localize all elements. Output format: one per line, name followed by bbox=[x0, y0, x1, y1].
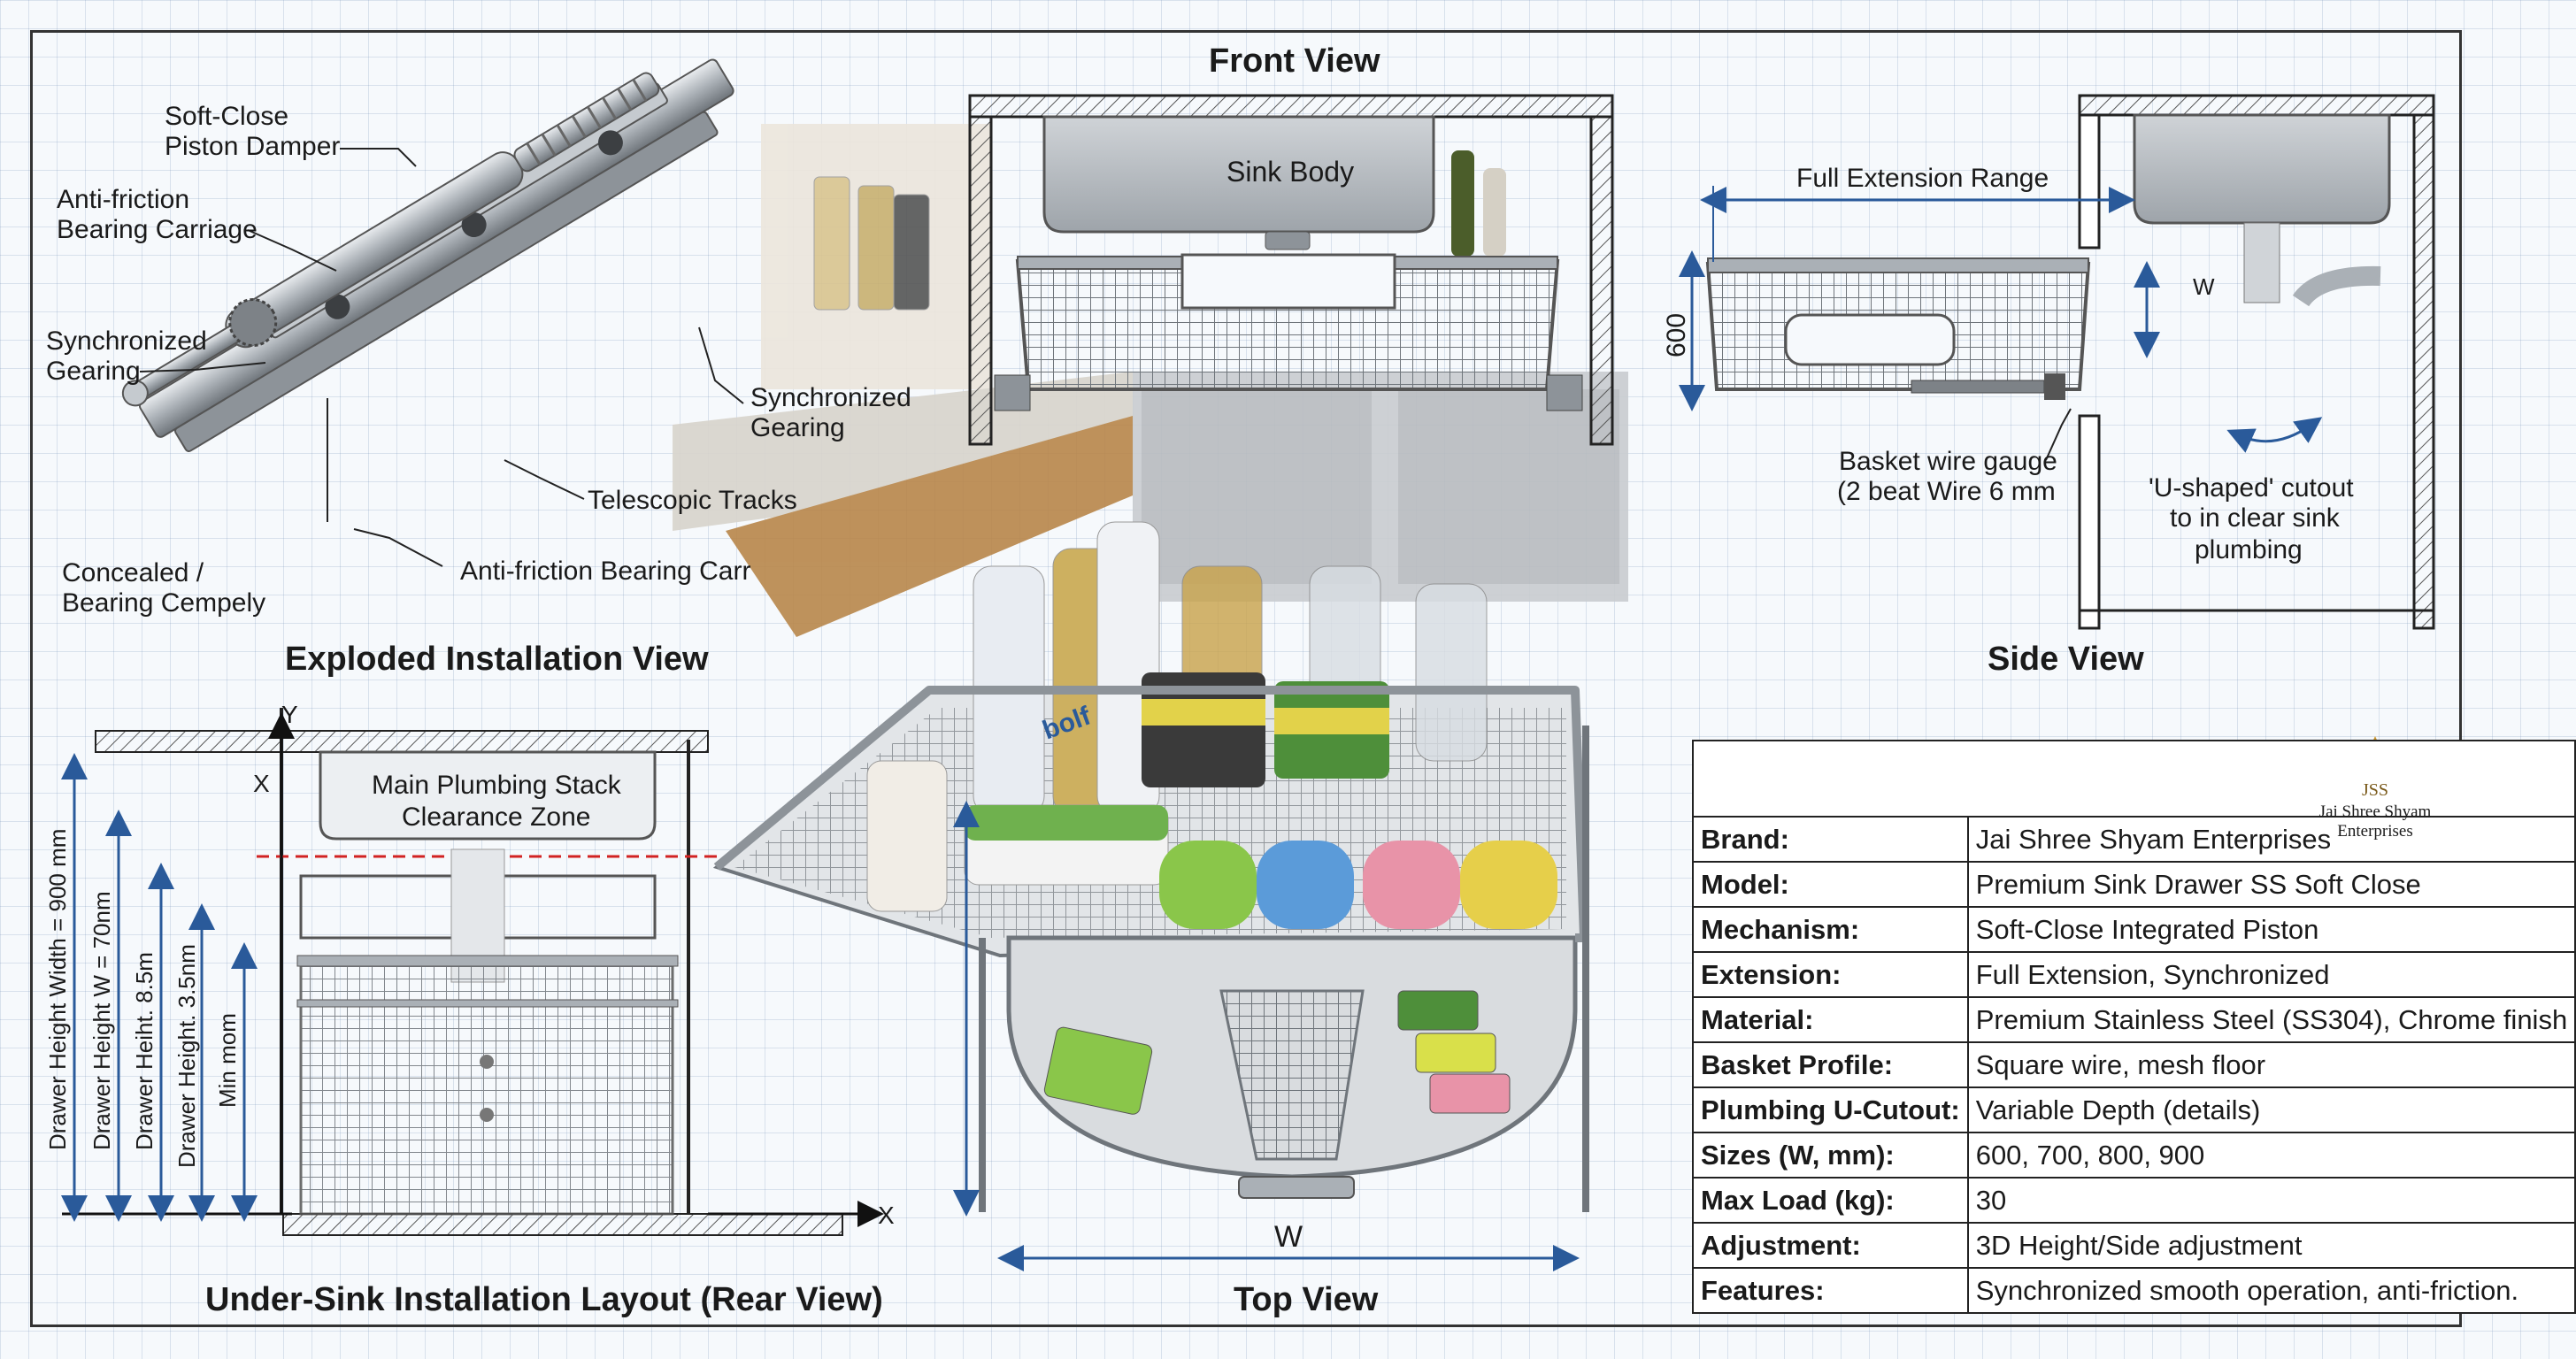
brand-logo: JSS Jai Shree Shyam Enterprises bbox=[2301, 741, 2449, 860]
spec-table-header bbox=[1691, 740, 2576, 818]
side-view-drawing bbox=[1679, 94, 2435, 630]
label-dim-2: Drawer Height W = 70nm bbox=[88, 891, 115, 1150]
label-anti-friction-carr: Anti-friction Bearing Carr bbox=[460, 557, 751, 586]
label-axis-y: Y bbox=[281, 701, 298, 728]
spec-row: Model:Premium Sink Drawer SS Soft Close bbox=[1692, 861, 2576, 908]
drawing-frame bbox=[30, 30, 2462, 1327]
spec-key: Material: bbox=[1692, 996, 1969, 1043]
label-soft-close-1: Soft-Close bbox=[165, 102, 289, 131]
logo-line-1: Jai Shree Shyam bbox=[2318, 802, 2432, 821]
spec-row: Extension:Full Extension, Synchronized bbox=[1692, 951, 2576, 998]
spec-key: Basket Profile: bbox=[1692, 1041, 1969, 1088]
spec-value: Square wire, mesh floor bbox=[1966, 1041, 2576, 1088]
slide-assembly-illustration bbox=[121, 58, 744, 567]
label-full-extension: Full Extension Range bbox=[1796, 164, 2049, 193]
under-sink-layout-drawing bbox=[61, 708, 884, 1236]
spec-value: Jai Shree Shyam Enterprises bbox=[1966, 816, 2576, 863]
label-sync-gearing-right-1: Synchronized bbox=[750, 383, 911, 412]
kitchen-backdrop bbox=[673, 124, 1628, 637]
label-top-w: W bbox=[1274, 1220, 1303, 1254]
label-telescopic-tracks: Telescopic Tracks bbox=[588, 486, 797, 515]
spec-row: Adjustment:3D Height/Side adjustment bbox=[1692, 1222, 2576, 1269]
label-plumbing-zone-1: Main Plumbing Stack bbox=[372, 771, 621, 800]
spec-value: Variable Depth (details) bbox=[1966, 1086, 2576, 1133]
label-concealed-2: Bearing Cempely bbox=[62, 588, 266, 618]
spec-row: Basket Profile:Square wire, mesh floor bbox=[1692, 1041, 2576, 1088]
label-axis-x-top: X bbox=[253, 770, 270, 797]
spec-key: Mechanism: bbox=[1692, 906, 1969, 953]
spec-value: Premium Stainless Steel (SS304), Chrome … bbox=[1966, 996, 2576, 1043]
label-concealed-1: Concealed / bbox=[62, 558, 204, 587]
logo-initials: JSS bbox=[2361, 780, 2389, 800]
spec-value: Synchronized smooth operation, anti-fric… bbox=[1966, 1267, 2576, 1314]
label-sync-gearing-1: Synchronized bbox=[46, 326, 207, 356]
label-plumbing-zone-2: Clearance Zone bbox=[402, 802, 591, 832]
side-view-title: Side View bbox=[1988, 641, 2144, 678]
spec-value: 3D Height/Side adjustment bbox=[1966, 1222, 2576, 1269]
diagram-graphics bbox=[61, 58, 2435, 1271]
spec-row: Material:Premium Stainless Steel (SS304)… bbox=[1692, 996, 2576, 1043]
spec-key: Model: bbox=[1692, 861, 1969, 908]
spec-row: Mechanism:Soft-Close Integrated Piston bbox=[1692, 906, 2576, 953]
label-sync-gearing-right-2: Gearing bbox=[750, 413, 845, 442]
label-dim-4: Drawer Height. 3.5nm bbox=[173, 944, 200, 1168]
label-cutout-1: 'U-shaped' cutout bbox=[2149, 473, 2354, 503]
logo-line-2: Enterprises bbox=[2337, 822, 2413, 841]
label-cutout-2: to in clear sink bbox=[2170, 503, 2340, 533]
exploded-view-title: Exploded Installation View bbox=[285, 641, 709, 678]
front-view-title: Front View bbox=[1209, 42, 1380, 80]
top-view-title: Top View bbox=[1234, 1281, 1379, 1318]
label-wire-gauge-2: (2 beat Wire 6 mm bbox=[1837, 477, 2056, 506]
label-dim-1: Drawer Height Width = 900 mm bbox=[44, 828, 71, 1150]
label-sink-body: Sink Body bbox=[1226, 156, 1355, 188]
label-cutout-3: plumbing bbox=[2195, 535, 2303, 564]
spec-key: Features: bbox=[1692, 1267, 1969, 1314]
spec-key: Adjustment: bbox=[1692, 1222, 1969, 1269]
label-wire-gauge-1: Basket wire gauge bbox=[1839, 447, 2057, 476]
spec-row: Sizes (W, mm):600, 700, 800, 900 bbox=[1692, 1132, 2576, 1179]
spec-key: Max Load (kg): bbox=[1692, 1177, 1969, 1224]
top-view-basket bbox=[712, 521, 1589, 1271]
spec-row: Plumbing U-Cutout:Variable Depth (detail… bbox=[1692, 1086, 2576, 1133]
spec-key: Extension: bbox=[1692, 951, 1969, 998]
label-anti-friction-2: Bearing Carriage bbox=[57, 215, 258, 244]
label-soft-close-2: Piston Damper bbox=[165, 132, 341, 161]
spec-value: Full Extension, Synchronized bbox=[1966, 951, 2576, 998]
label-axis-x-right: X bbox=[878, 1202, 895, 1229]
spec-key: Brand: bbox=[1692, 816, 1969, 863]
layout-view-title: Under-Sink Installation Layout (Rear Vie… bbox=[205, 1281, 883, 1318]
front-view-drawing bbox=[968, 94, 1614, 446]
spec-value: Premium Sink Drawer SS Soft Close bbox=[1966, 861, 2576, 908]
spec-row: Brand:Jai Shree Shyam Enterprises bbox=[1692, 816, 2576, 863]
spec-key: Plumbing U-Cutout: bbox=[1692, 1086, 1969, 1133]
label-side-w: W bbox=[2193, 273, 2215, 300]
spec-value: 600, 700, 800, 900 bbox=[1966, 1132, 2576, 1179]
spec-row: Max Load (kg):30 bbox=[1692, 1177, 2576, 1224]
spec-key: Sizes (W, mm): bbox=[1692, 1132, 1969, 1179]
spec-row: Features:Synchronized smooth operation, … bbox=[1692, 1267, 2576, 1314]
label-dim-5: Min mom bbox=[214, 1013, 241, 1108]
label-dim-600: 600 bbox=[1662, 312, 1691, 357]
spec-value: 30 bbox=[1966, 1177, 2576, 1224]
label-anti-friction-1: Anti-friction bbox=[57, 185, 190, 214]
label-dim-3: Drawer Heiht. 8.5m bbox=[131, 952, 158, 1150]
label-sync-gearing-2: Gearing bbox=[46, 357, 141, 386]
spec-value: Soft-Close Integrated Piston bbox=[1966, 906, 2576, 953]
